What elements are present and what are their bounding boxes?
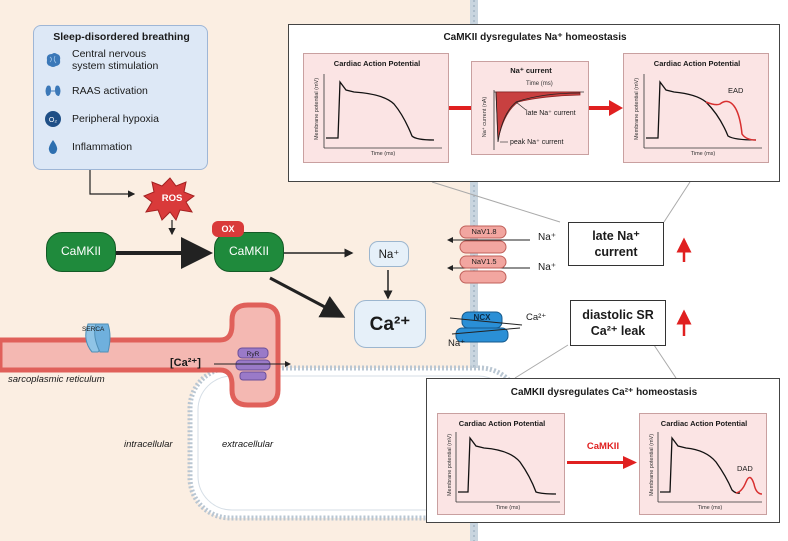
diastolic-line1: diastolic SR (582, 308, 654, 322)
kidney-icon (45, 85, 61, 96)
na-plot3-ylabel: Membrane potential (mV) (634, 77, 640, 141)
sr-label: sarcoplasmic reticulum (8, 374, 105, 385)
droplet-icon (48, 140, 58, 154)
ca-plot1-ap-trace (458, 436, 557, 495)
ncx-label: NCX (473, 313, 491, 322)
ca-plot1-xlabel: Time (ms) (495, 505, 521, 511)
nav15-na-ion: Na⁺ (538, 262, 557, 273)
sarcoplasmic-reticulum-shape (0, 302, 281, 408)
oxygen-icon: O₂ (45, 111, 61, 127)
na-plot3-xlabel: Time (ms) (690, 151, 716, 157)
na-plot3-title: Cardiac Action Potential (653, 59, 741, 68)
na-plot1-xlabel: Time (ms) (370, 151, 396, 157)
ca-plot2-title: Cardiac Action Potential (660, 419, 748, 428)
na-plot2-ylabel: Na⁺ current (nA) (482, 96, 488, 138)
na-plot1-ylabel: Membrane potential (mV) (314, 77, 320, 141)
peak-na-annotation: peak Na⁺ current (510, 139, 564, 146)
sleep-item-hypoxia: O₂ Peripheral hypoxia (44, 110, 204, 128)
ca-plot1-ylabel: Membrane potential (mV) (447, 433, 453, 497)
nav18-label: NaV1.8 (471, 227, 497, 236)
extracellular-label: extracellular (222, 439, 274, 450)
na-plot2-title: Na⁺ current (510, 66, 552, 75)
dad-label: DAD (737, 464, 753, 473)
na-plot-ead-ap: Cardiac Action Potential EAD Membrane po… (623, 53, 769, 163)
ca-plot2-normal-trace (660, 436, 741, 494)
ca-connector-label: CaMKII (586, 441, 620, 452)
ca-plot1-graph (455, 432, 560, 503)
na-plot3-normal-trace (646, 80, 757, 141)
diastolic-line2: Ca²⁺ leak (590, 324, 646, 338)
serca-pump-shape (85, 323, 111, 353)
late-na-line2: current (594, 245, 638, 259)
ca-homeostasis-panel: CaMKII dysregulates Ca²⁺ homeostasis Car… (426, 378, 780, 523)
ca-node: Ca²⁺ (354, 300, 426, 348)
na-plot1-title: Cardiac Action Potential (333, 59, 421, 68)
sleep-item-raas-label: RAAS activation (72, 85, 148, 97)
diastolic-sr-leak-box: diastolic SR Ca²⁺ leak (570, 300, 666, 346)
na-panel-title: CaMKII dysregulates Na⁺ homeostasis (443, 32, 627, 43)
ca-connector-arrow (567, 456, 637, 469)
camkii-ox-node: CaMKII (214, 232, 284, 272)
sleep-box-title: Sleep-disordered breathing (53, 31, 190, 43)
ncx-na-ion: Na⁺ (448, 338, 466, 349)
nav18-na-ion: Na⁺ (538, 232, 557, 243)
ead-label: EAD (728, 86, 744, 95)
na-plot-normal-ap: Cardiac Action Potential Membrane potent… (303, 53, 449, 163)
ryr-channel-shape (235, 347, 271, 381)
intracellular-label: intracellular (124, 439, 173, 450)
na-homeostasis-panel: CaMKII dysregulates Na⁺ homeostasis Card… (288, 24, 780, 182)
na-plot1-ap-trace (326, 80, 435, 141)
ca-plot1-title: Cardiac Action Potential (458, 419, 546, 428)
brain-icon (46, 53, 61, 67)
na-plot3-ead-trace (705, 100, 757, 141)
ryr-label: RyR (246, 351, 260, 358)
late-na-current-box: late Na⁺ current (568, 222, 664, 266)
ca-panel-title: CaMKII dysregulates Ca²⁺ homeostasis (510, 387, 698, 398)
na-plot3-graph (643, 74, 762, 149)
nav15-channel-shape (459, 255, 507, 284)
late-na-line1: late Na⁺ (592, 229, 640, 243)
ncx-channel-shape (455, 311, 509, 343)
sleep-item-raas: RAAS activation (44, 82, 204, 100)
na-connector-2 (589, 100, 623, 116)
ros-label: ROS (161, 193, 183, 204)
ca-plot-normal-ap: Cardiac Action Potential Membrane potent… (437, 413, 565, 515)
sleep-item-cns-line1: Central nervous (72, 48, 147, 60)
late-na-annotation: late Na⁺ current (526, 110, 576, 117)
sr-ca-concentration: [Ca²⁺] (170, 357, 201, 369)
ox-badge: OX (212, 221, 244, 237)
nav15-label: NaV1.5 (471, 257, 497, 266)
sleep-item-cns-line2: system stimulation (72, 60, 159, 72)
sleep-disordered-breathing-box: Sleep-disordered breathing Central nervo… (33, 25, 208, 170)
ca-plot2-ylabel: Membrane potential (mV) (649, 433, 655, 497)
camkii-node: CaMKII (46, 232, 116, 272)
sleep-item-inflammation-label: Inflammation (72, 141, 133, 153)
serca-label: SERCA (82, 326, 105, 333)
na-current-plot: Na⁺ current Time (ms) Na⁺ current (nA) l… (471, 61, 589, 155)
na-plot2-graph (493, 90, 584, 150)
ca-plot2-dad-trace (735, 476, 763, 495)
ca-plot2-graph (657, 432, 763, 503)
ros-burst (142, 177, 196, 222)
na-node: Na⁺ (369, 241, 409, 267)
ca-plot-dad-ap: Cardiac Action Potential DAD Membrane po… (639, 413, 767, 515)
na-plot1-graph (323, 74, 442, 149)
ncx-ca-ion: Ca²⁺ (526, 312, 547, 323)
sleep-item-hypoxia-label: Peripheral hypoxia (72, 113, 159, 125)
nav18-channel-shape (459, 225, 507, 254)
na-connector-1 (449, 106, 471, 110)
o2-symbol: O₂ (49, 117, 57, 124)
ca-plot2-xlabel: Time (ms) (697, 505, 723, 511)
sleep-item-inflammation: Inflammation (44, 138, 204, 156)
na-plot2-time-label: Time (ms) (526, 81, 553, 87)
